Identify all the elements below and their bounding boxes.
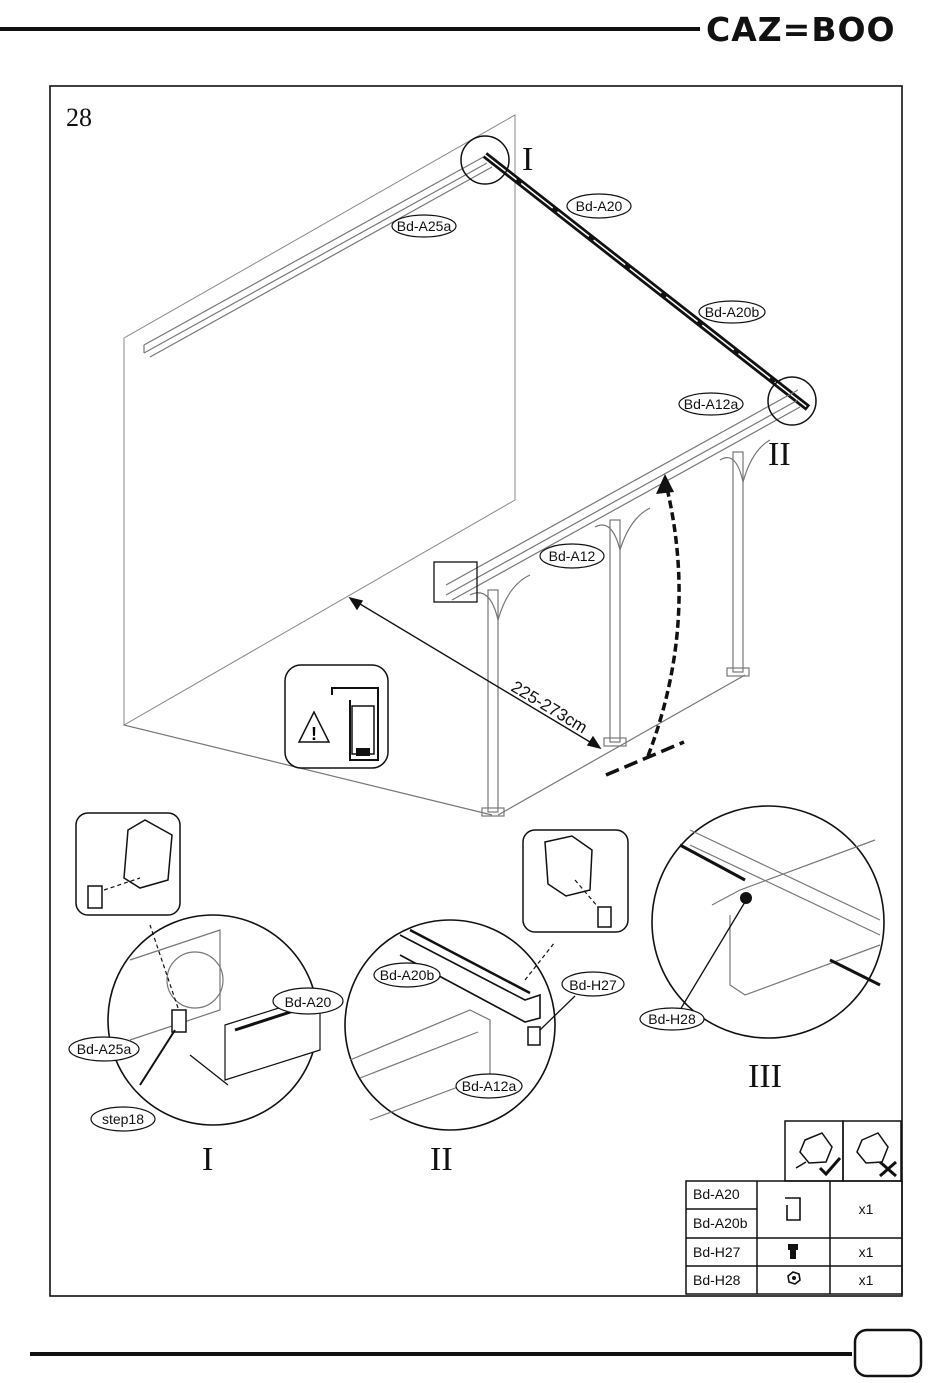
detail-III [652,806,884,1038]
detail-I [108,915,320,1125]
part-label-a20b: Bd-A20b [699,301,765,323]
nut-bolt-allowed-icon [796,1133,840,1174]
svg-text:Bd-A20: Bd-A20 [285,994,332,1010]
front-frame [124,390,800,816]
svg-text:Bd-A12a: Bd-A12a [684,396,739,412]
svg-text:Bd-A12: Bd-A12 [549,548,596,564]
bolt-icon [528,1027,540,1045]
detail-II-label-a20b: Bd-A20b [374,963,440,987]
step-number: 28 [66,103,92,132]
detail-I-label-a25a: Bd-A25a [69,1037,139,1061]
bolt-icon [172,1010,186,1032]
svg-text:step18: step18 [102,1111,144,1127]
dimension-text: 225-273cm [508,677,591,737]
part-label-a25a: Bd-A25a [392,215,456,237]
warning-box: ! [285,665,388,768]
detail-III-label-h28: Bd-H28 [640,1008,704,1030]
table-qty-row2: x1 [859,1244,874,1260]
part-label-a20: Bd-A20 [567,194,631,218]
nut-icon [740,892,752,904]
callout-circle-I [461,136,509,184]
bolt-icon [598,907,611,927]
table-code-a20b: Bd-A20b [693,1215,748,1231]
svg-text:!: ! [311,724,317,744]
brand-logo: CAZ=BOO [706,10,896,49]
table-qty-row3: x1 [859,1272,874,1288]
detail-III-numeral: III [748,1058,782,1095]
table-qty-row1: x1 [859,1201,874,1217]
profile-icon [785,1198,800,1220]
detail-II-numeral: II [430,1141,453,1178]
callout-label-II: II [768,436,791,473]
svg-text:Bd-A20b: Bd-A20b [380,967,435,983]
svg-text:Bd-H28: Bd-H28 [648,1011,696,1027]
table-code-h27: Bd-H27 [693,1244,741,1260]
detail-I-numeral: I [202,1141,213,1178]
part-label-a12a: Bd-A12a [679,393,743,415]
wall-panel [124,115,515,725]
nut-icon [788,1272,800,1284]
detail-I-label-step18: step18 [91,1107,155,1131]
detail-II [345,920,575,1130]
wall-rail [144,155,492,357]
svg-text:Bd-A20: Bd-A20 [576,198,623,214]
roof-beam [485,155,808,408]
part-label-a12: Bd-A12 [540,544,604,568]
detail-II-label-h27: Bd-H27 [562,972,624,996]
callout-label-I: I [522,141,533,178]
page-number-box [855,1330,921,1376]
bolt-icon [788,1244,798,1259]
svg-text:Bd-A12a: Bd-A12a [462,1078,517,1094]
callout-circle-II [768,377,816,425]
detail-II-label-a12a: Bd-A12a [456,1074,522,1098]
detail-I-inset [76,813,180,915]
detail-II-inset [523,830,628,932]
svg-text:Bd-A25a: Bd-A25a [397,218,452,234]
bolt-icon [88,886,102,908]
svg-text:Bd-A25a: Bd-A25a [77,1041,132,1057]
table-code-h28: Bd-H28 [693,1272,741,1288]
table-code-a20: Bd-A20 [693,1186,740,1202]
svg-text:Bd-H27: Bd-H27 [569,977,617,993]
detail-I-label-a20: Bd-A20 [273,988,343,1014]
svg-text:Bd-A20b: Bd-A20b [705,304,760,320]
nut-bolt-not-allowed-icon [857,1133,896,1176]
lift-arrow [606,474,684,775]
